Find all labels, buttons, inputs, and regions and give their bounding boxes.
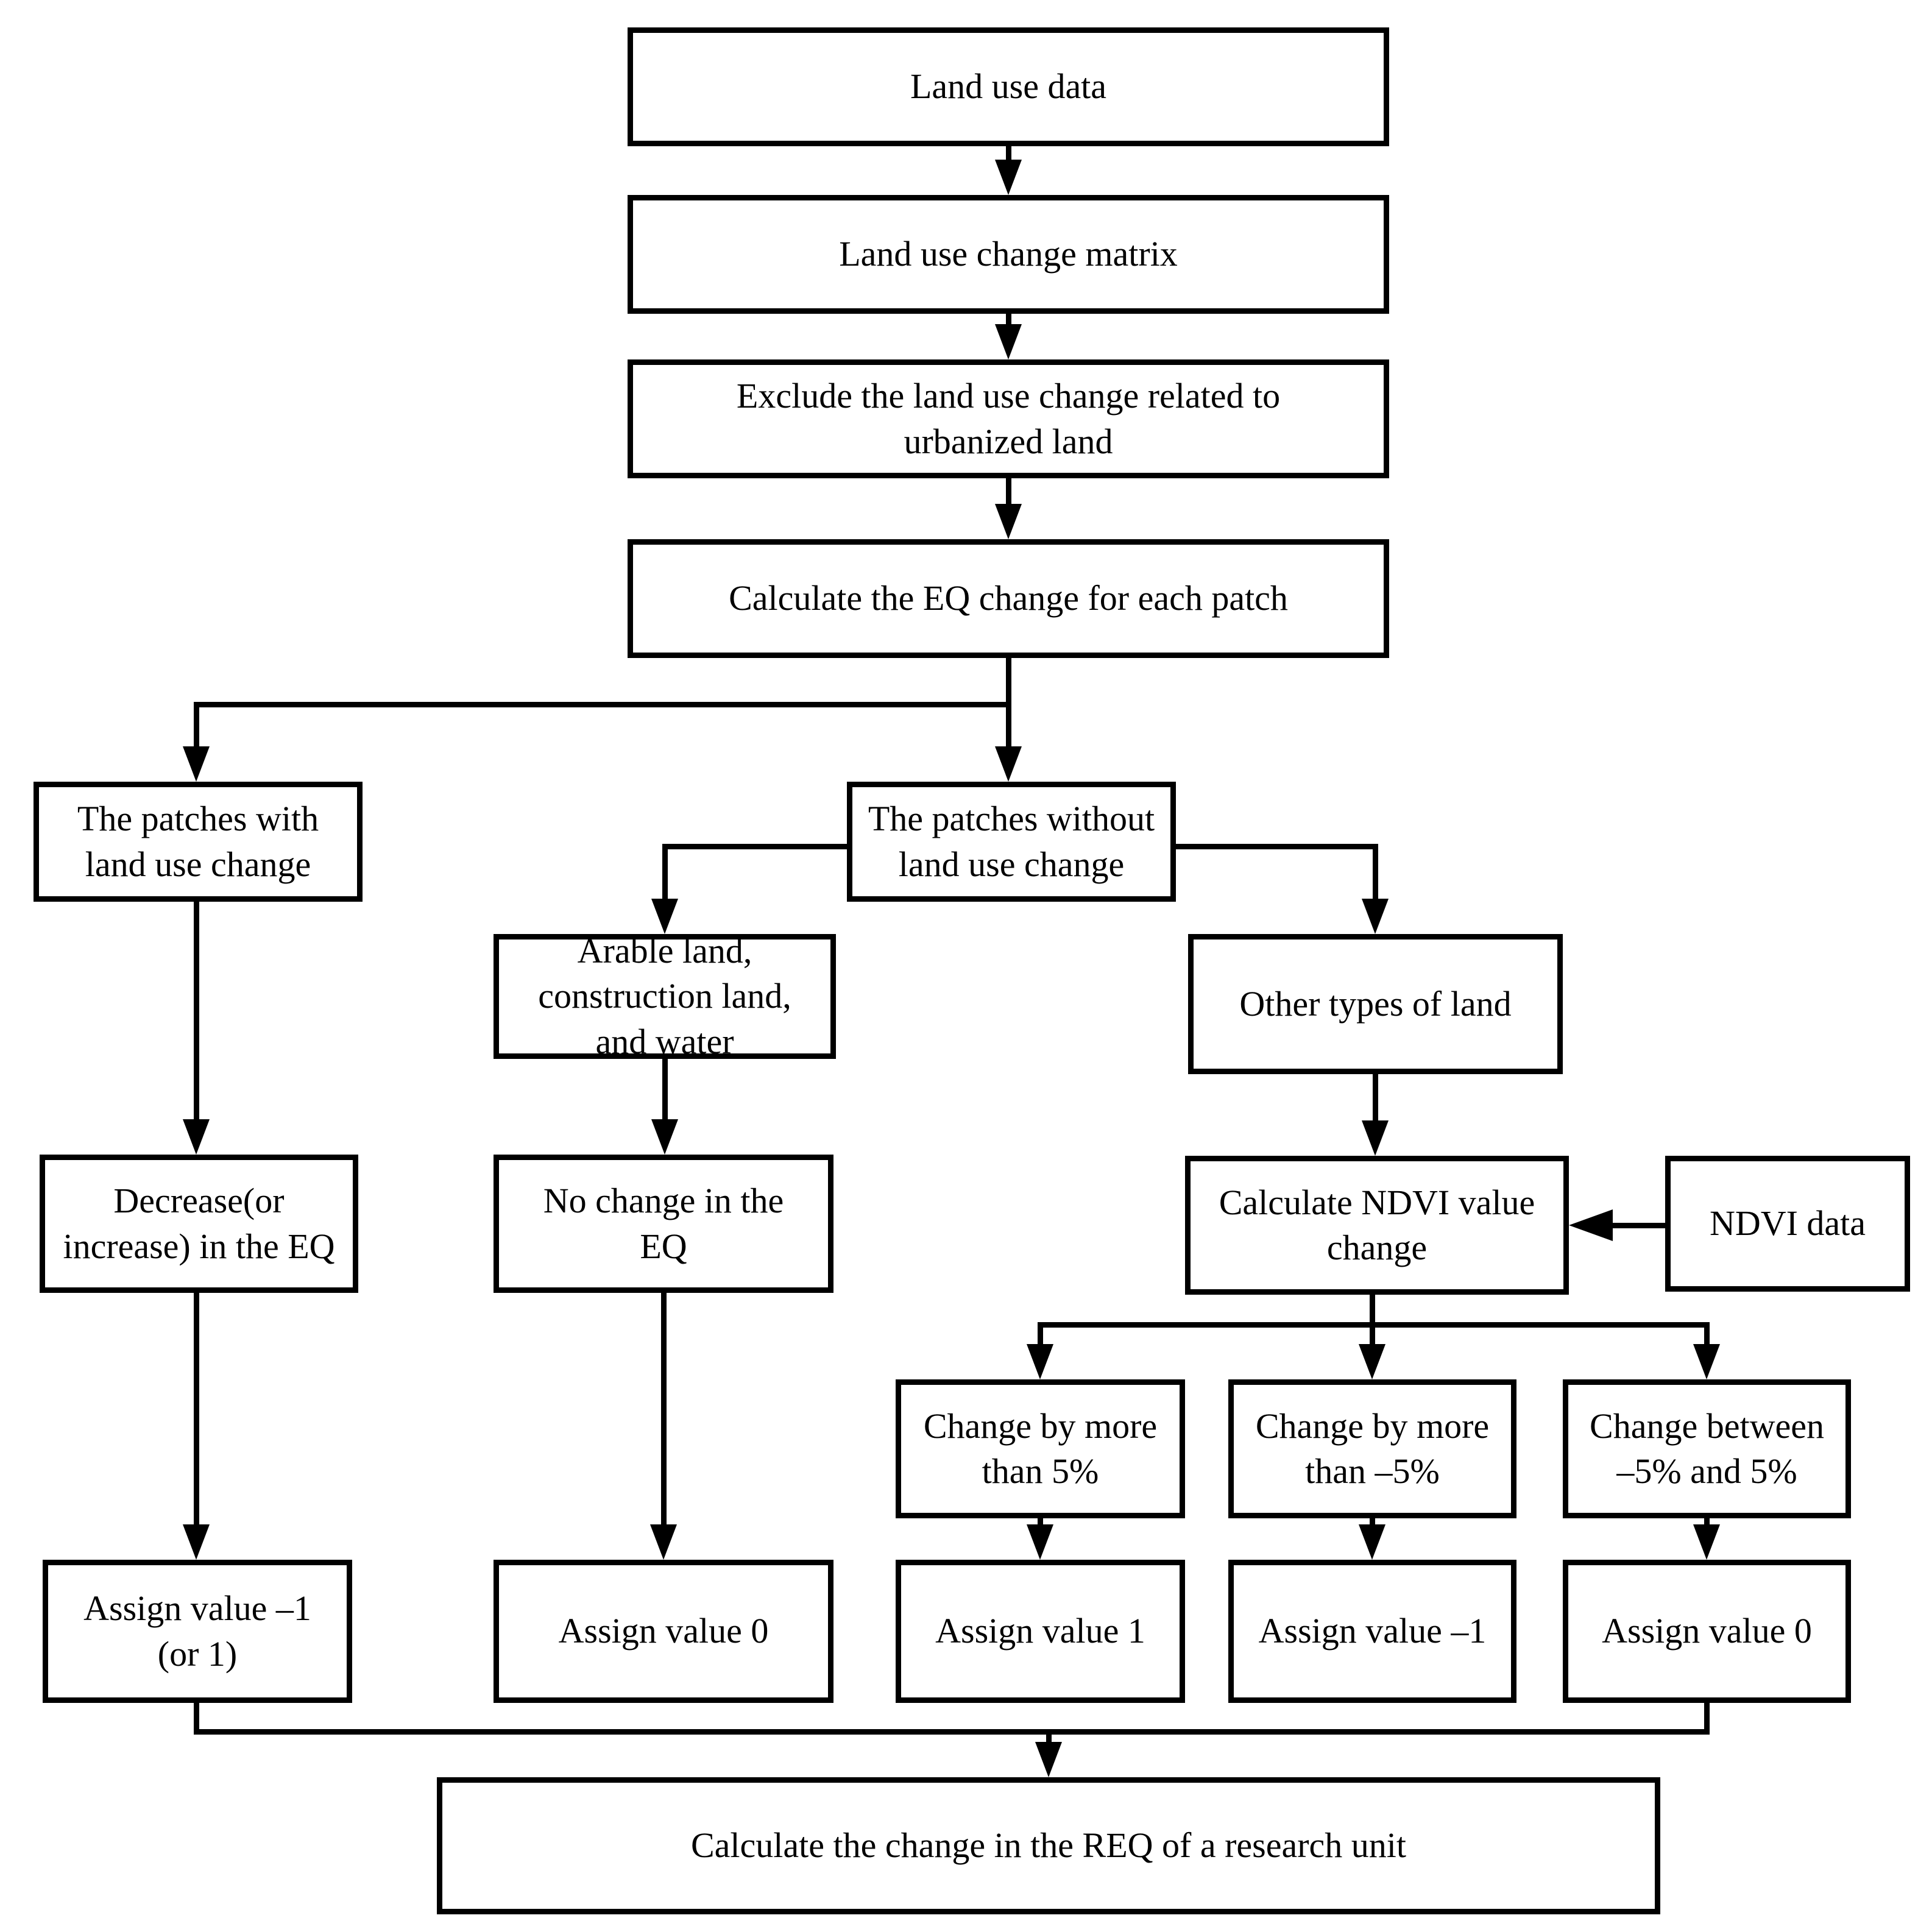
node-assign-0-right: Assign value 0 <box>1563 1560 1851 1703</box>
edge-arable-to-no-change <box>662 1059 668 1123</box>
edge-calc-eq-down <box>1006 658 1011 707</box>
edge-without-to-other-horizontal <box>1173 844 1378 849</box>
node-change-more-than-5: Change by more than 5% <box>896 1379 1185 1518</box>
arrowhead-to-calc-ndvi <box>1362 1120 1389 1156</box>
edge-changeneg5-to-assignneg1 <box>1370 1518 1375 1529</box>
arrowhead-to-patches-without <box>995 746 1022 782</box>
arrowhead-to-assign-0-right <box>1693 1524 1720 1560</box>
edge-patches-with-to-decrease <box>194 902 199 1123</box>
node-exclude-urbanized: Exclude the land use change related to u… <box>628 359 1389 478</box>
arrowhead-to-decrease <box>183 1119 210 1155</box>
arrowhead-to-patches-with <box>183 746 210 782</box>
node-assign-neg1: Assign value –1 <box>1228 1560 1516 1703</box>
edge-collector-left-down <box>194 1703 199 1735</box>
node-patches-without-change: The patches without land use change <box>847 782 1176 902</box>
arrowhead-to-assign-neg1-or-1 <box>183 1524 210 1560</box>
edge-calc-ndvi-down <box>1370 1295 1375 1349</box>
arrowhead-to-matrix <box>995 160 1022 195</box>
arrowhead-to-change-more-5 <box>1027 1344 1053 1379</box>
edge-without-to-arable-horizontal <box>662 844 850 849</box>
edge-change5-to-assign1 <box>1038 1518 1043 1529</box>
arrowhead-to-other-types <box>1362 899 1389 934</box>
edge-decrease-to-assign <box>194 1293 199 1529</box>
arrowhead-to-assign-0-left <box>650 1524 677 1560</box>
arrowhead-to-change-more-neg5 <box>1359 1344 1385 1379</box>
node-arable-construction-water: Arable land, construction land, and wate… <box>494 931 836 1061</box>
arrowhead-to-change-between <box>1693 1344 1720 1379</box>
edge-no-change-to-assign <box>661 1293 667 1529</box>
node-change-between-neg5-5: Change between –5% and 5% <box>1563 1379 1851 1518</box>
node-calc-ndvi-change: Calculate NDVI value change <box>1185 1156 1569 1295</box>
arrowhead-to-arable <box>651 899 678 934</box>
edge-collector-to-req <box>1046 1729 1052 1747</box>
edge-without-to-arable-down <box>662 844 668 903</box>
arrowhead-into-calc-ndvi <box>1569 1209 1613 1241</box>
edge-collector-horizontal <box>194 1729 1710 1735</box>
node-assign-1: Assign value 1 <box>896 1560 1185 1703</box>
node-decrease-increase-eq: Decrease(or increase) in the EQ <box>40 1155 358 1293</box>
node-change-more-than-neg5: Change by more than –5% <box>1228 1379 1516 1518</box>
edge-exclude-to-calc-eq <box>1006 478 1011 509</box>
arrowhead-to-calc-req <box>1035 1742 1062 1777</box>
edge-ndvi-split-left-down <box>1038 1322 1043 1349</box>
arrowhead-to-exclude <box>995 324 1022 359</box>
arrowhead-to-no-change <box>651 1119 678 1155</box>
node-other-types-of-land: Other types of land <box>1188 934 1563 1074</box>
node-calc-eq-change: Calculate the EQ change for each patch <box>628 539 1389 658</box>
node-ndvi-data: NDVI data <box>1665 1156 1910 1292</box>
node-no-change-eq: No change in the EQ <box>494 1155 833 1293</box>
arrowhead-to-assign-neg1 <box>1359 1524 1385 1560</box>
arrowhead-to-assign-1 <box>1027 1524 1053 1560</box>
edge-without-to-other-down <box>1373 844 1378 903</box>
node-patches-with-change: The patches with land use change <box>34 782 363 902</box>
node-assign-neg1-or-1: Assign value –1 (or 1) <box>43 1560 352 1703</box>
edge-other-to-calc-ndvi <box>1373 1074 1378 1125</box>
edge-ndvi-split-right-down <box>1704 1322 1710 1349</box>
node-calc-req-change: Calculate the change in the REQ of a res… <box>437 1777 1660 1914</box>
edge-split-horizontal <box>194 702 1011 707</box>
edge-changebetween-to-assign0 <box>1704 1518 1710 1529</box>
edge-data-to-matrix <box>1006 146 1011 165</box>
edge-split-mid-down <box>1006 702 1011 751</box>
node-assign-0-left: Assign value 0 <box>494 1560 833 1703</box>
node-land-use-data: Land use data <box>628 27 1389 146</box>
node-land-use-change-matrix: Land use change matrix <box>628 195 1389 314</box>
edge-split-left-down <box>194 702 199 751</box>
edge-matrix-to-exclude <box>1006 314 1011 329</box>
edge-collector-right-down <box>1704 1703 1710 1735</box>
edge-ndvi-data-to-calc <box>1613 1223 1665 1228</box>
edge-ndvi-split-horizontal <box>1038 1322 1710 1328</box>
arrowhead-to-calc-eq <box>995 504 1022 539</box>
